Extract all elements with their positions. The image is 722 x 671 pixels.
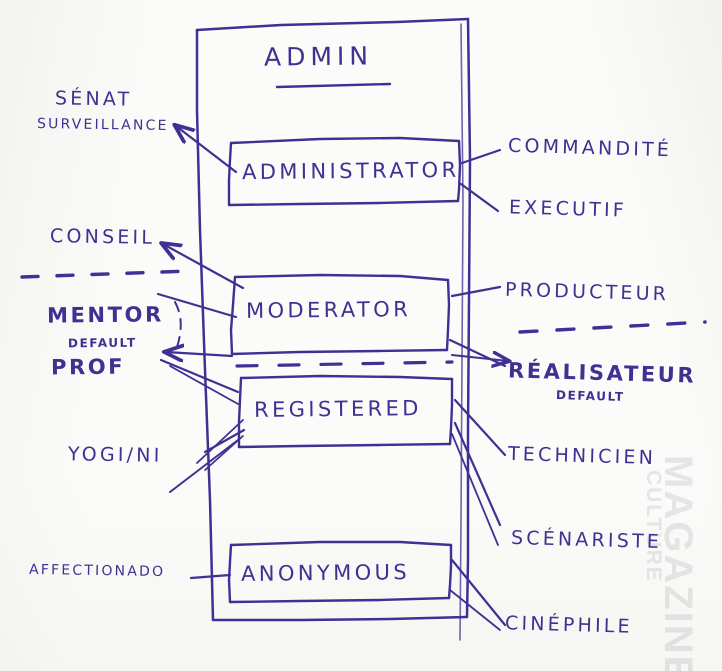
box-label-moderator[interactable]: MODERATOR [245, 297, 412, 323]
label-prof: PROF [50, 354, 126, 380]
connector-prof-2 [169, 365, 239, 405]
connector-registered-downleft-2 [204, 435, 244, 471]
label-conseil: CONSEIL [49, 225, 156, 249]
anonymous-box-outline [227, 540, 453, 604]
right-dashed-separator [518, 320, 707, 334]
box-label-anonymous[interactable]: ANONYMOUS [240, 560, 411, 586]
connector-cinephile-2 [449, 589, 501, 631]
connector-senat [176, 126, 238, 174]
label-cinephile: CINÉPHILE [504, 612, 634, 638]
label-scenariste: SCÉNARISTE [510, 526, 663, 554]
connector-moderator-left-arrow [166, 352, 234, 356]
label-senat: SÉNAT [54, 87, 133, 111]
center-dashed-separator [235, 360, 454, 368]
box-label-registered[interactable]: REGISTERED [253, 396, 422, 422]
label-affectionado: AFFECTIONADO [28, 561, 166, 581]
outer-admin-box [195, 17, 472, 641]
left-dashed-separator [20, 269, 192, 279]
label-realisateur-default: DEFAULT [555, 388, 625, 404]
page-title: ADMIN [263, 41, 374, 72]
box-label-administrator[interactable]: ADMINISTRATOR [241, 157, 460, 185]
label-commandite: COMMANDITÉ [507, 134, 673, 162]
connector-cinephile [450, 558, 507, 627]
connector-realisateur [448, 338, 507, 368]
title-underline [275, 82, 392, 89]
registered-box-outline [237, 374, 454, 449]
connector-prof [159, 358, 240, 394]
connector-commandite [460, 148, 502, 165]
connector-executif [459, 182, 500, 213]
label-yogi: YOGI/NI [67, 443, 163, 467]
connector-registered-fan [451, 433, 499, 546]
connector-realisateur-arrow [451, 355, 508, 361]
label-technicien: TECHNICIEN [507, 442, 657, 470]
connector-scenariste [453, 421, 502, 527]
connector-producteur [450, 285, 502, 298]
connector-affectionado [189, 573, 232, 580]
connector-registered-downleft [169, 439, 239, 493]
connector-mentor [156, 292, 238, 319]
moderator-box-outline [229, 273, 451, 356]
label-surveillance: SURVEILLANCE [36, 115, 169, 135]
connector-yogi-2 [196, 419, 244, 464]
label-mentor: MENTOR [46, 302, 164, 328]
label-executif: EXECUTIF [508, 196, 628, 222]
label-producteur: PRODUCTEUR [504, 278, 670, 306]
label-mentor-default: DEFAULT [67, 335, 137, 351]
connector-technicien [453, 398, 507, 457]
administrator-box-outline [227, 136, 462, 207]
connector-conseil [163, 244, 245, 290]
connector-mentor-bracket [174, 301, 182, 351]
